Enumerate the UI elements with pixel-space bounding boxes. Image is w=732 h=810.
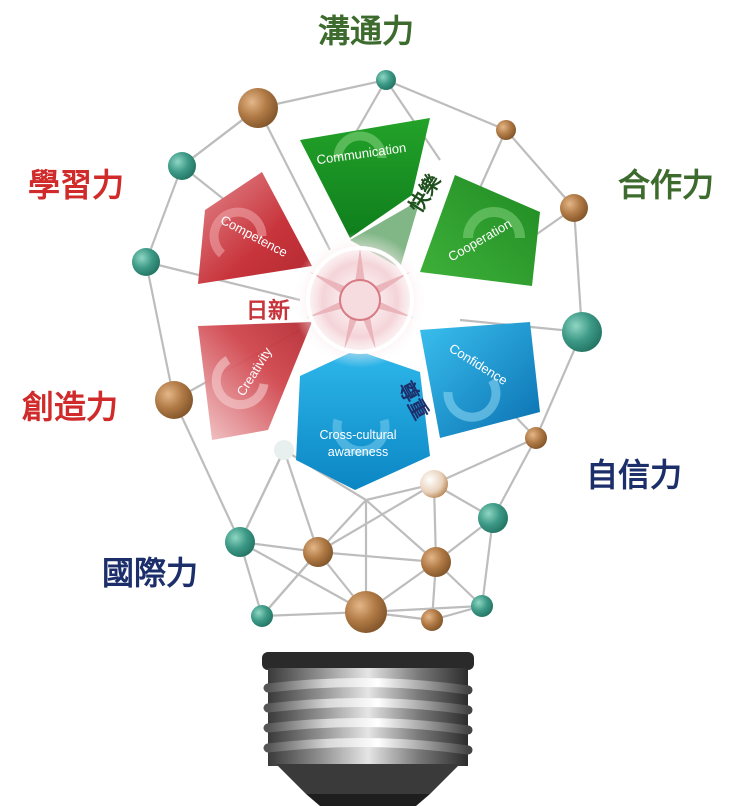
node (478, 503, 508, 533)
label-creativity: 創造力 (22, 388, 118, 426)
node (562, 312, 602, 352)
petal-cross-cultural: Cross-cultural awareness (296, 350, 430, 490)
bulb-base (262, 652, 474, 806)
node (303, 537, 333, 567)
label-confidence: 自信力 (586, 456, 682, 494)
node (421, 609, 443, 631)
petal-communication: Communication (300, 118, 430, 238)
petal-cooperation: Cooperation (350, 175, 540, 286)
label-communication: 溝通力 (318, 12, 414, 50)
label-international: 國際力 (102, 554, 198, 592)
node (274, 440, 294, 460)
node (155, 381, 193, 419)
motto-renewal: 日新 (246, 298, 290, 324)
node (168, 152, 196, 180)
petal-creativity: Creativity (198, 322, 312, 440)
node (496, 120, 516, 140)
label-learning: 學習力 (28, 166, 124, 204)
network-nodes (132, 70, 602, 633)
node (420, 470, 448, 498)
node (471, 595, 493, 617)
node (225, 527, 255, 557)
petal-confidence: Confidence (420, 322, 540, 438)
node (238, 88, 278, 128)
center-emblem (292, 232, 428, 368)
node (376, 70, 396, 90)
node (560, 194, 588, 222)
node (345, 591, 387, 633)
node (251, 605, 273, 627)
petal-cross-cultural-label-2: awareness (328, 445, 388, 459)
petal-cross-cultural-label-1: Cross-cultural (319, 428, 396, 442)
node (525, 427, 547, 449)
petal-competence: Competence (198, 172, 312, 284)
label-cooperation: 合作力 (618, 166, 714, 204)
node (421, 547, 451, 577)
node (132, 248, 160, 276)
